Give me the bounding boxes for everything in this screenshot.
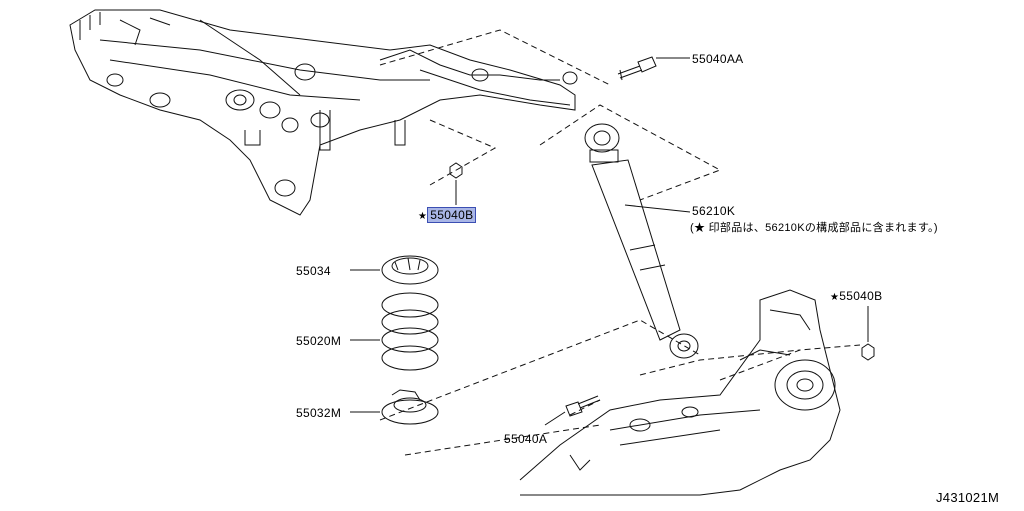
star-marker: ★ <box>418 211 428 222</box>
callout-56210k: 56210K <box>692 204 736 218</box>
rear-subframe <box>69 9 578 216</box>
shock-absorber-56210k <box>584 123 699 359</box>
spring-seat-upper-55034 <box>350 255 439 285</box>
rear-axle-knuckle <box>519 289 841 496</box>
nut-55040b-top <box>449 162 463 205</box>
callout-55034: 55034 <box>296 264 331 278</box>
callout-55040b-top: 55040B <box>427 207 477 223</box>
dashed-guides <box>379 29 861 456</box>
callout-55040b-right: 55040B <box>839 289 883 303</box>
callout-55040aa: 55040AA <box>692 52 744 66</box>
callout-56210k-note: (★ 印部品は、56210Kの構成部品に含まれます。) <box>690 222 938 234</box>
bolt-55040a <box>544 395 601 426</box>
callout-55040a: 55040A <box>504 432 548 446</box>
reference-code: J431021M <box>936 490 1000 505</box>
coil-spring-55020m <box>350 292 439 371</box>
callout-55040b-top-group: ★55040B <box>418 207 477 223</box>
callout-55040b-right-group: ★55040B <box>830 289 882 303</box>
callout-55020m: 55020M <box>296 334 342 348</box>
spring-seat-lower-55032m <box>350 389 439 425</box>
callout-55032m: 55032M <box>296 406 342 420</box>
nut-55040b-right <box>861 306 875 361</box>
bolt-55040aa <box>617 56 690 81</box>
star-marker: ★ <box>830 292 840 303</box>
